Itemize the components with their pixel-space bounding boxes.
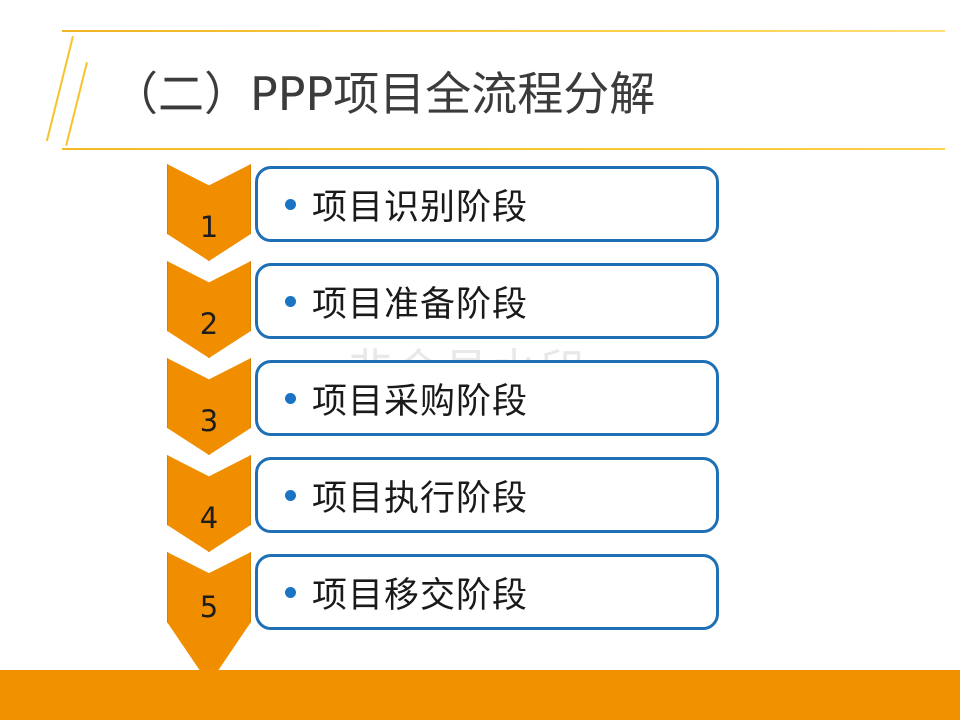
chevron-step-3: 3 xyxy=(167,358,251,455)
stage-item-1[interactable]: 项目识别阶段 xyxy=(255,166,719,242)
stage-item-5[interactable]: 项目移交阶段 xyxy=(255,554,719,630)
stage-item-2[interactable]: 项目准备阶段 xyxy=(255,263,719,339)
chevron-sequence: 1 2 3 4 5 xyxy=(167,164,251,684)
stage-label: 项目执行阶段 xyxy=(312,478,529,519)
stage-item-3[interactable]: 项目采购阶段 xyxy=(255,360,719,436)
chevron-step-4: 4 xyxy=(167,455,251,552)
stage-label: 项目采购阶段 xyxy=(312,381,529,422)
bullet-icon xyxy=(285,295,296,307)
bullet-icon xyxy=(285,586,296,598)
stage-list: 项目识别阶段 项目准备阶段 项目采购阶段 项目执行阶段 项目移交阶段 xyxy=(255,166,719,651)
chevron-step-number: 1 xyxy=(199,210,219,244)
page-title: （二）PPP项目全流程分解 xyxy=(112,67,656,121)
footer-bar xyxy=(0,670,960,720)
title-bottom-rule xyxy=(62,148,945,150)
stage-label: 项目识别阶段 xyxy=(312,187,529,228)
chevron-step-number: 3 xyxy=(199,404,219,438)
stage-label: 项目移交阶段 xyxy=(312,575,529,616)
chevron-step-5: 5 xyxy=(167,552,251,684)
chevron-step-number: 5 xyxy=(199,590,219,624)
stage-label: 项目准备阶段 xyxy=(312,284,529,325)
chevron-step-1: 1 xyxy=(167,164,251,261)
bullet-icon xyxy=(285,198,296,210)
title-top-rule xyxy=(62,30,945,32)
chevron-step-number: 2 xyxy=(199,307,219,341)
chevron-step-number: 4 xyxy=(199,501,219,535)
bullet-icon xyxy=(285,489,296,501)
diagonal-accent-line-2 xyxy=(65,62,88,146)
bullet-icon xyxy=(285,392,296,404)
chevron-step-2: 2 xyxy=(167,261,251,358)
stage-item-4[interactable]: 项目执行阶段 xyxy=(255,457,719,533)
